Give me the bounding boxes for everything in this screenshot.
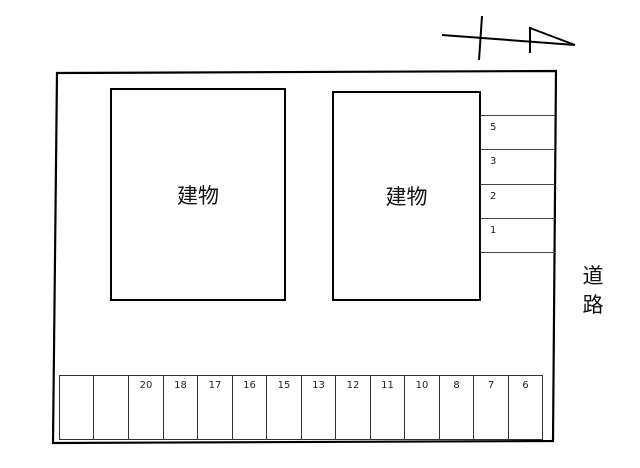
stall-number: 17 bbox=[208, 380, 222, 391]
parking-stall-20[interactable]: 20 bbox=[128, 375, 163, 440]
stall-number: 12 bbox=[346, 380, 360, 391]
parking-stall-5[interactable]: 5 bbox=[480, 115, 555, 149]
parking-stall-15[interactable]: 15 bbox=[266, 375, 301, 440]
lot-boundary bbox=[51, 69, 558, 445]
parking-stall-12[interactable]: 12 bbox=[335, 375, 370, 440]
building-left: 建物 bbox=[110, 88, 286, 301]
parking-stall-6[interactable]: 6 bbox=[508, 375, 543, 440]
stall-number: 10 bbox=[415, 380, 429, 391]
building-right: 建物 bbox=[332, 91, 481, 301]
stall-number: 5 bbox=[490, 122, 497, 133]
parking-stall-2[interactable]: 2 bbox=[480, 184, 555, 218]
stall-number: 13 bbox=[312, 380, 325, 391]
building-label: 建物 bbox=[177, 183, 219, 208]
stall-number: 2 bbox=[490, 191, 497, 202]
building-label: 建物 bbox=[385, 185, 428, 209]
stall-number: 11 bbox=[381, 380, 394, 391]
stall-number: 20 bbox=[139, 380, 153, 391]
parking-stall-13[interactable]: 13 bbox=[301, 375, 335, 440]
parking-stall-3[interactable]: 3 bbox=[480, 149, 555, 184]
north-arrow-icon bbox=[441, 15, 576, 61]
parking-stall-8[interactable]: 8 bbox=[439, 375, 473, 440]
road-label: 道路 bbox=[582, 264, 604, 317]
parking-stall-18[interactable]: 18 bbox=[163, 375, 197, 440]
stall-number: 8 bbox=[453, 380, 460, 391]
stall-number: 1 bbox=[490, 225, 497, 236]
parking-stall-unnumbered[interactable] bbox=[93, 375, 128, 440]
parking-stall-10[interactable]: 10 bbox=[404, 375, 439, 440]
stall-number: 7 bbox=[487, 380, 495, 391]
stall-number: 3 bbox=[490, 156, 497, 167]
stall-number: 16 bbox=[243, 380, 256, 391]
stall-number: 18 bbox=[174, 380, 187, 391]
parking-stall-17[interactable]: 17 bbox=[197, 375, 232, 440]
stall-number: 6 bbox=[522, 380, 529, 391]
parking-stall-7[interactable]: 7 bbox=[473, 375, 508, 440]
parking-stall-1[interactable]: 1 bbox=[480, 218, 555, 253]
parking-stall-11[interactable]: 11 bbox=[370, 375, 404, 440]
parking-stall-16[interactable]: 16 bbox=[232, 375, 266, 440]
stall-number: 15 bbox=[277, 380, 291, 391]
parking-stall-unnumbered[interactable] bbox=[59, 375, 93, 440]
